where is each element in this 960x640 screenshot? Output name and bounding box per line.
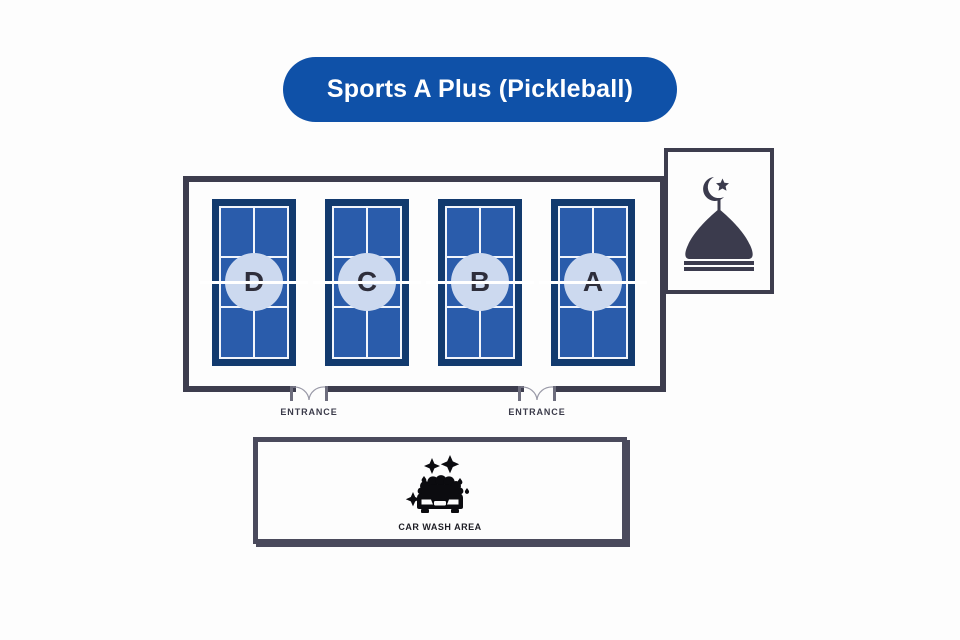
court-line [366,306,368,357]
court-line [479,208,481,256]
door-jamb-icon [518,386,521,401]
door-swing-arc-icon [292,386,326,401]
page-title: Sports A Plus (Pickleball) [326,75,634,103]
entrance-label-left: ENTRANCE [280,407,338,417]
entrance-right[interactable]: ENTRANCE [508,379,565,419]
door-jamb-icon [290,386,293,401]
court-line [479,306,481,357]
building-wall-top [183,176,666,182]
car-wash-content: CAR WASH AREA [258,452,622,532]
building-wall-left [183,176,189,392]
building-wall-right [660,176,666,392]
entrance-left[interactable]: ENTRANCE [280,379,337,419]
net-line-badge-d [225,281,283,284]
net-line-badge-a [564,281,622,284]
court-line [253,306,255,357]
door-jamb-icon [325,386,328,401]
building-wall-bottom-middle [328,386,524,392]
court-line [253,208,255,256]
page-title-banner: Sports A Plus (Pickleball) [283,57,677,122]
mosque-room[interactable] [664,148,774,294]
net-line-badge-c [338,281,396,284]
building-wall-bottom-left [183,386,296,392]
car-wash-area[interactable]: CAR WASH AREA [253,437,627,544]
court-line [592,208,594,256]
mosque-dome-crescent-icon [684,177,754,271]
net-line-badge-b [451,281,509,284]
court-line [366,208,368,256]
door-swing-arc-icon [520,386,554,401]
entrance-label-right: ENTRANCE [508,407,566,417]
building-wall-bottom-right [556,386,666,392]
door-jamb-icon [553,386,556,401]
car-wash-icon [405,455,470,513]
court-line [592,306,594,357]
car-wash-label: CAR WASH AREA [398,522,482,532]
